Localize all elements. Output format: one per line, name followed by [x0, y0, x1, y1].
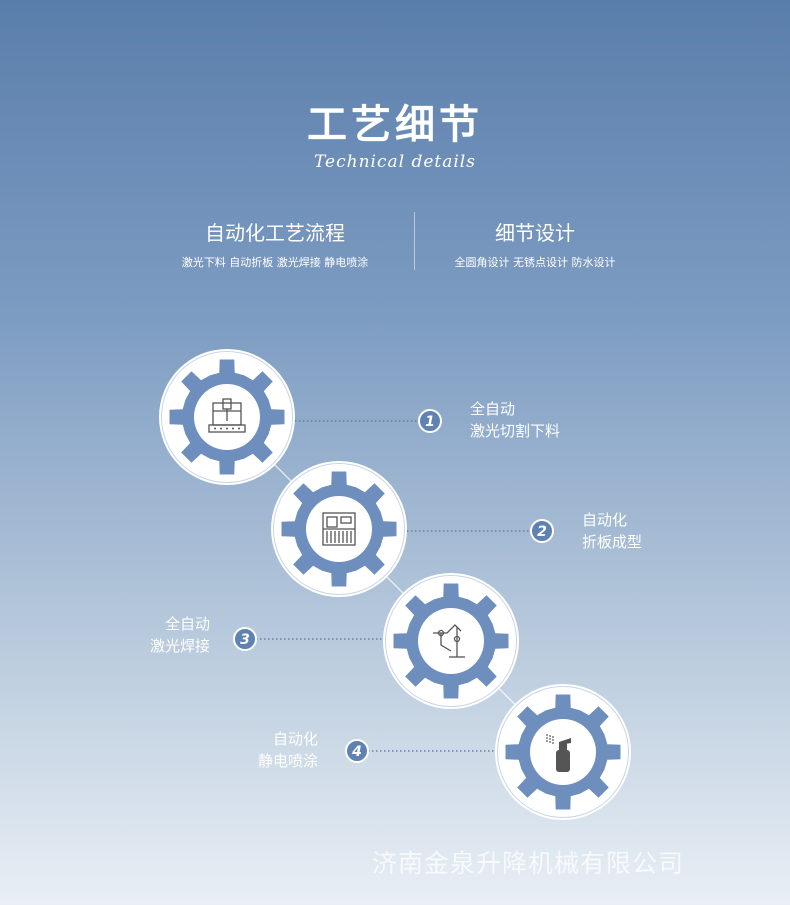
step-1-label: 全自动 激光切割下料 [470, 398, 560, 442]
laser-cutter-icon [208, 398, 246, 433]
gear-step-3 [383, 573, 519, 709]
step-badge [233, 627, 257, 651]
step-1-leader: 1 [295, 409, 442, 433]
step-3-label: 全自动 激光焊接 [120, 613, 210, 657]
spray-bottle-icon [546, 734, 571, 772]
gears [159, 349, 631, 820]
step-2-line2: 折板成型 [582, 533, 643, 551]
gear-hub [418, 608, 484, 674]
step-2-line1: 自动化 [582, 511, 628, 529]
step-badge [418, 409, 442, 433]
step-badge [530, 519, 554, 543]
gear-step-1 [159, 349, 295, 485]
step-4-line1: 自动化 [272, 730, 318, 748]
page-title: 工艺细节 [307, 102, 483, 148]
press-brake-icon [322, 512, 356, 546]
step-1-line1: 全自动 [470, 400, 516, 418]
step-2-label: 自动化 折板成型 [582, 509, 642, 553]
step-3-leader: 3 [233, 627, 383, 651]
step-2-leader: 2 [407, 519, 554, 543]
detail-column-items: 全圆角设计 无锈点设计 防水设计 [454, 256, 616, 269]
step-4-line2: 静电喷涂 [257, 752, 318, 770]
step-badge-number: 3 [240, 632, 250, 648]
step-badge-number: 4 [351, 744, 362, 760]
step-4-leader: 4 [345, 739, 495, 763]
step-3-line1: 全自动 [164, 615, 210, 633]
gear-step-4 [495, 684, 631, 820]
page-subtitle: Technical details [314, 152, 476, 172]
step-4-label: 自动化 静电喷涂 [228, 728, 318, 772]
robot-arm-icon [433, 624, 465, 658]
gear-connectors [226, 416, 564, 753]
process-column-title: 自动化工艺流程 [205, 221, 345, 245]
gear-step-2 [271, 461, 407, 597]
gear-ring [273, 463, 405, 595]
step-3-line2: 激光焊接 [149, 637, 210, 655]
gear-ring [161, 351, 293, 483]
detail-column-title: 细节设计 [495, 221, 575, 245]
column-divider [414, 212, 415, 270]
step-badge-number: 1 [425, 414, 435, 430]
company-watermark: 济南金泉升降机械有限公司 [372, 849, 685, 878]
process-column-items: 激光下料 自动折板 激光焊接 静电喷涂 [181, 256, 369, 269]
step-leaders: 1 2 3 4 [233, 409, 554, 763]
step-badge-number: 2 [537, 524, 547, 540]
step-1-line2: 激光切割下料 [470, 422, 561, 440]
gear-ring [385, 575, 517, 707]
step-badge [345, 739, 369, 763]
gear-ring [497, 686, 629, 818]
